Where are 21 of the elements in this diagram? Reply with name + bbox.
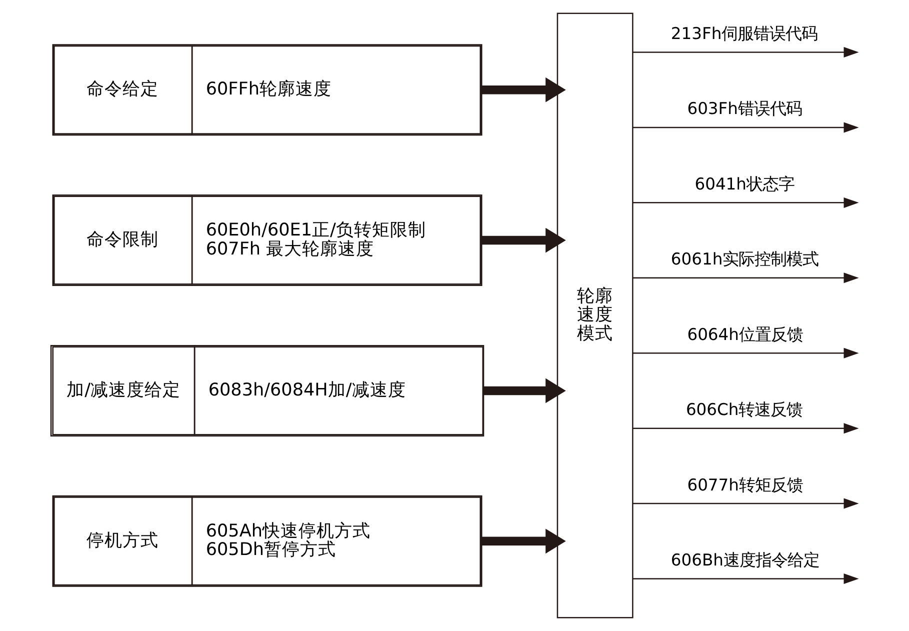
arrow: [632, 573, 859, 584]
edge-label: 6064h位置反馈: [687, 324, 803, 344]
arrow: [482, 77, 566, 102]
arrow: [484, 378, 566, 404]
arrow: [632, 122, 859, 133]
arrow: [632, 348, 859, 358]
arrow: [632, 423, 859, 434]
arrow: [482, 528, 566, 554]
edge-label: 6041h状态字: [694, 174, 795, 194]
arrow: [632, 197, 859, 208]
edge-label: 603Fh错误代码: [687, 99, 802, 118]
edge-label: 6077h转矩反馈: [687, 475, 803, 494]
arrow: [632, 46, 859, 58]
arrow: [632, 498, 859, 509]
arrow: [632, 272, 859, 284]
edge-label: 606Bh速度指令给定: [670, 550, 820, 570]
edge-label: 606Ch转速反馈: [686, 400, 803, 420]
node-box: 轮廓速度模式: [556, 12, 634, 618]
edge-label: 6061h实际控制模式: [670, 250, 819, 269]
edge-label: 213Fh伺服错误代码: [670, 24, 818, 43]
arrow: [482, 228, 566, 253]
